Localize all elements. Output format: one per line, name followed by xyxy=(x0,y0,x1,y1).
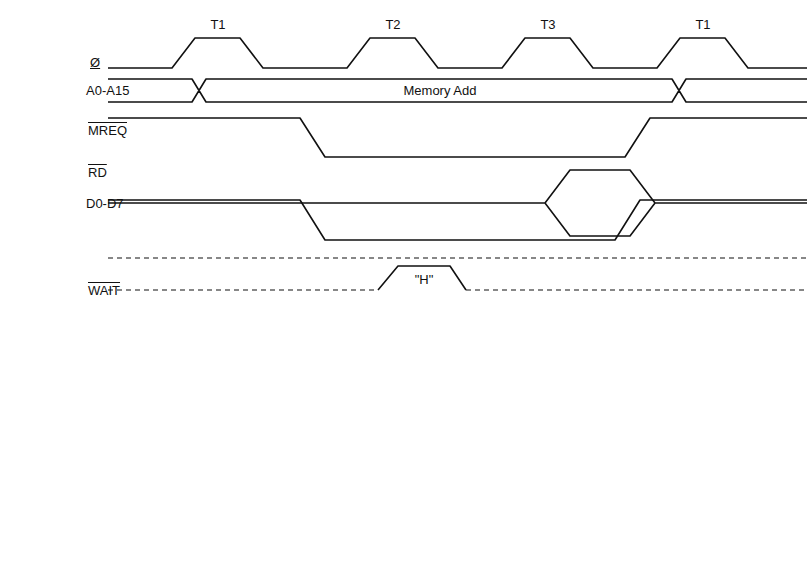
clock-state: T1 xyxy=(210,18,225,31)
signal-name: D0-D7 xyxy=(86,197,124,210)
signal-name: WAIT xyxy=(88,284,120,297)
clock-waveform xyxy=(108,38,807,68)
signal-name: MREQ xyxy=(88,124,127,137)
bus-value: Memory Add xyxy=(404,84,477,97)
rd-waveform xyxy=(108,200,807,240)
address-bus xyxy=(108,79,807,102)
clock-state: T1 xyxy=(695,18,710,31)
signal-name: Ø xyxy=(90,56,100,69)
signal-name: RD xyxy=(88,166,107,179)
wait-pulse xyxy=(378,266,466,290)
wait-dashed xyxy=(108,258,807,290)
mreq-waveform xyxy=(108,118,807,157)
level-note: "H" xyxy=(415,273,434,286)
clock-state: T3 xyxy=(540,18,555,31)
data-bus xyxy=(108,170,807,236)
clock-state: T2 xyxy=(385,18,400,31)
signal-name: A0-A15 xyxy=(86,84,129,97)
